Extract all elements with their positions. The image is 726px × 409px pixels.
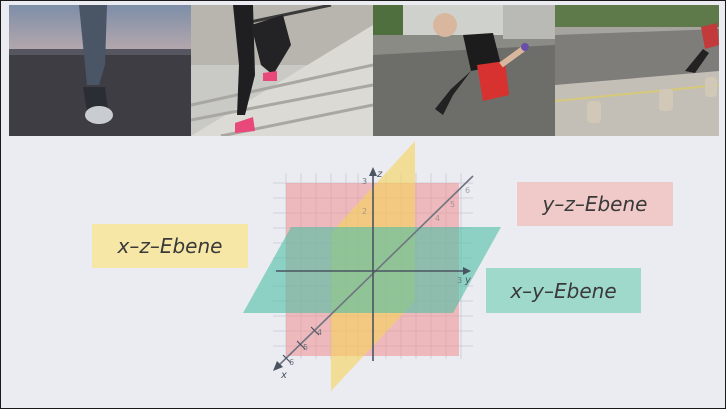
photo-runner-feet	[9, 5, 191, 136]
yz-plane-label: y–z–Ebene	[517, 182, 673, 226]
tick-x-5: 5	[303, 343, 308, 352]
x-axis-label: x	[280, 370, 287, 381]
tick-d-6: 6	[465, 186, 470, 195]
z-axis-label: z	[376, 169, 383, 180]
yz-plane-label-text: y–z–Ebene	[542, 192, 648, 216]
tick-z-2: 2	[362, 207, 367, 216]
tick-x-6: 6	[289, 358, 294, 367]
y-axis-label: y	[464, 275, 472, 286]
xy-plane-label-text: x–y–Ebene	[510, 278, 617, 303]
z-axis-arrow	[369, 167, 377, 176]
photo-parkour-street	[555, 5, 719, 136]
xy-plane-label: x–y–Ebene	[486, 268, 641, 313]
tick-d-5: 5	[450, 200, 455, 209]
x-axis-arrow	[273, 361, 283, 371]
xz-plane-label-text: x–z–Ebene	[117, 234, 223, 258]
xz-plane-label: x–z–Ebene	[92, 224, 248, 268]
tick-z-3: 3	[362, 177, 367, 186]
photo-runner-stairs	[191, 5, 373, 136]
tick-d-4: 4	[435, 214, 440, 223]
x-axis	[274, 175, 474, 370]
y-axis-arrow	[463, 267, 471, 275]
tick-x-4: 4	[317, 328, 322, 337]
photo-parkour-jump	[373, 5, 555, 136]
xy-plane	[243, 227, 501, 313]
tick-y-3: 3	[457, 276, 462, 285]
photo-strip	[9, 5, 719, 136]
